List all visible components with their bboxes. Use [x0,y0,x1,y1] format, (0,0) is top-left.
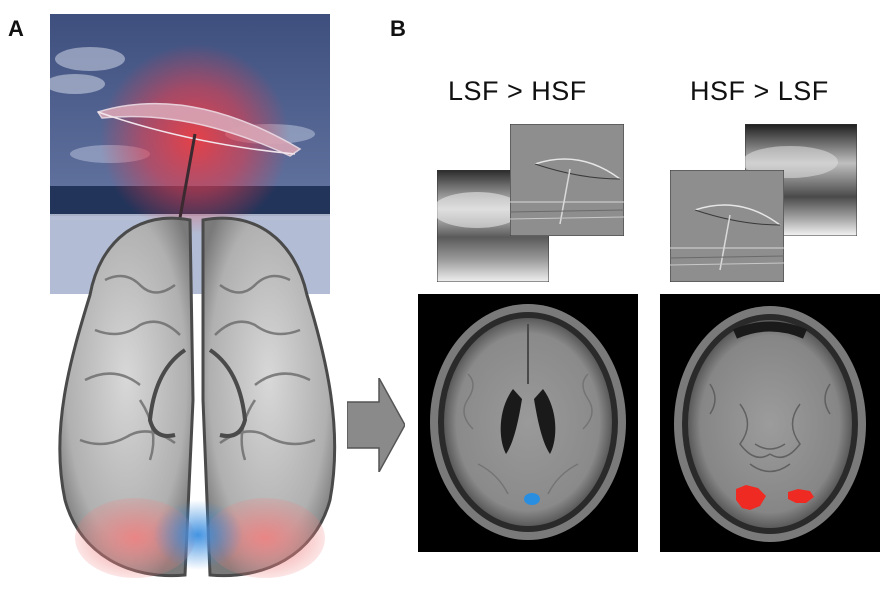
brain-3d-render [45,200,350,585]
panel-b-label: B [390,16,406,42]
blue-activation-cluster [524,493,540,505]
right-arrow-icon [347,378,405,472]
medial-occipital-blue-activation [153,500,243,570]
panel-a-label: A [8,16,24,42]
mri-slice-lsf-hsf [418,294,638,552]
mri-slice-hsf-lsf [660,294,880,552]
hsf-filtered-image-2 [670,170,784,282]
condition-heading-lsf-hsf: LSF > HSF [448,76,587,107]
hsf-filtered-image [510,124,624,236]
condition-heading-hsf-lsf: HSF > LSF [690,76,829,107]
